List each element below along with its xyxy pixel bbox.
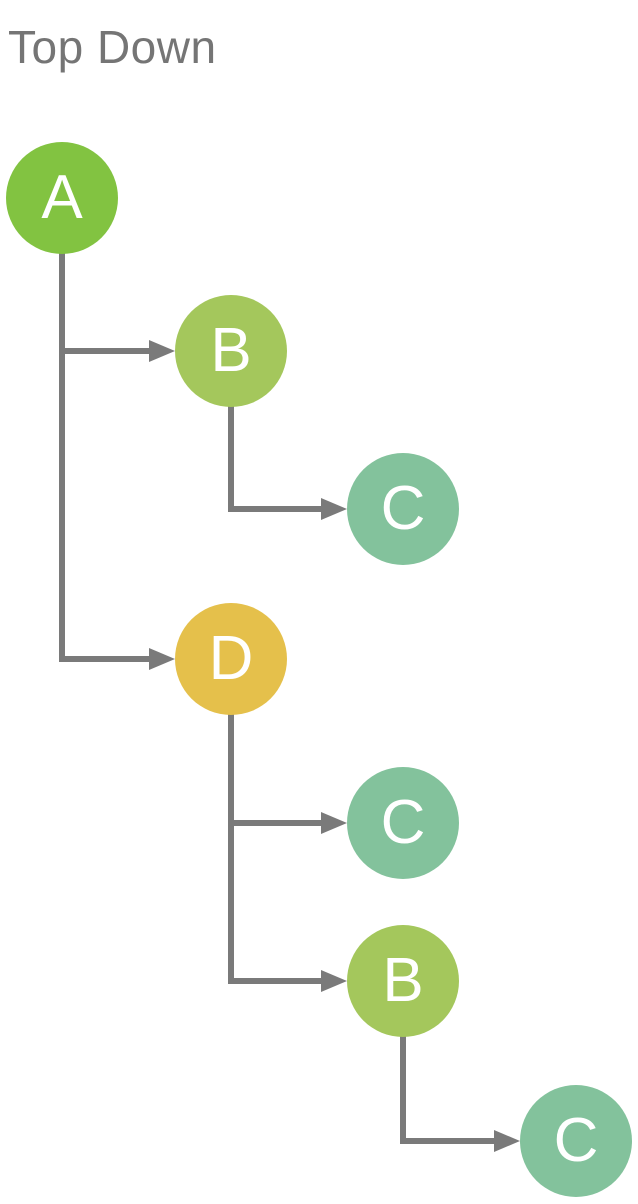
node-A[interactable]: A	[6, 142, 118, 254]
arrowhead-icon	[321, 812, 347, 834]
arrowhead-icon	[321, 970, 347, 992]
node-label: A	[41, 163, 83, 232]
arrowhead-icon	[149, 648, 175, 670]
node-label: C	[553, 1106, 599, 1175]
node-label: B	[382, 946, 424, 1015]
node-label: D	[208, 624, 254, 693]
diagram-title: Top Down	[8, 21, 217, 73]
node-B2[interactable]: B	[347, 925, 459, 1037]
edge-D-B2	[228, 713, 325, 984]
node-C3[interactable]: C	[520, 1085, 632, 1197]
node-B1[interactable]: B	[175, 295, 287, 407]
edge-B2-C3	[400, 1035, 498, 1144]
node-C1[interactable]: C	[347, 453, 459, 565]
edge-A-D	[59, 252, 153, 662]
edge-A-B1	[59, 252, 153, 354]
node-label: B	[210, 316, 252, 385]
node-C2[interactable]: C	[347, 767, 459, 879]
arrowhead-icon	[321, 498, 347, 520]
edge-D-C2	[228, 713, 325, 826]
node-D[interactable]: D	[175, 603, 287, 715]
arrowhead-icon	[494, 1130, 520, 1152]
arrowhead-icon	[149, 340, 175, 362]
edge-B1-C1	[228, 405, 325, 512]
node-label: C	[380, 788, 426, 857]
node-label: C	[380, 474, 426, 543]
